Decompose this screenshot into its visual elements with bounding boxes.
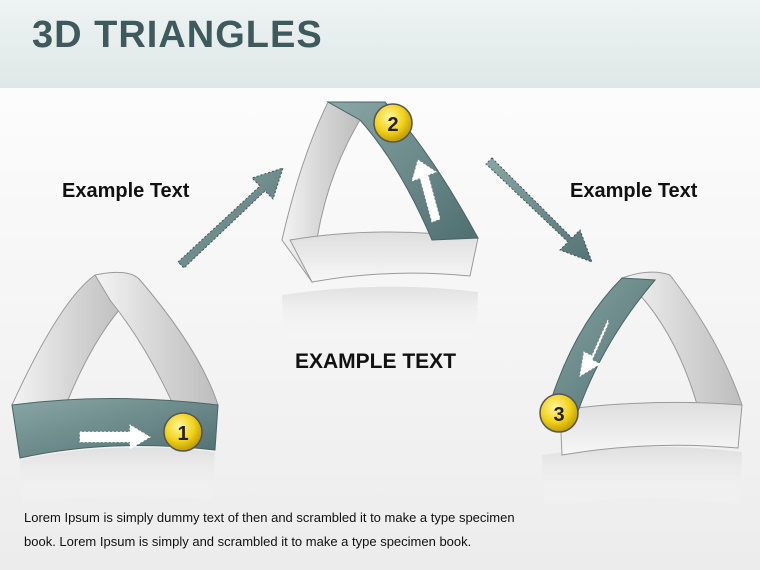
body-paragraph: Lorem Ipsum is simply dummy text of then… — [24, 510, 515, 549]
triangle-3: 3 — [539, 271, 743, 508]
inner-arrow-icon — [79, 424, 151, 450]
badge-3-number: 3 — [553, 404, 564, 426]
arrow-up-right-icon — [177, 167, 284, 269]
badge-1 — [163, 412, 203, 452]
badge-3 — [539, 393, 579, 433]
inner-arrow-icon — [411, 159, 441, 223]
example-text-left: Example Text — [62, 180, 190, 202]
triangle-2: 2 — [281, 101, 479, 348]
badge-1-number: 1 — [177, 423, 188, 445]
badge-2 — [373, 103, 413, 143]
example-text-right: Example Text — [570, 180, 698, 202]
inner-arrow-icon — [579, 319, 609, 377]
badge-2-number: 2 — [387, 114, 398, 136]
header-bar — [0, 0, 760, 88]
slide-title: 3D TRIANGLES — [32, 14, 323, 56]
example-text-center: EXAMPLE TEXT — [295, 350, 457, 373]
arrow-down-right-icon — [485, 157, 593, 263]
triangle-1: 1 — [11, 271, 219, 505]
